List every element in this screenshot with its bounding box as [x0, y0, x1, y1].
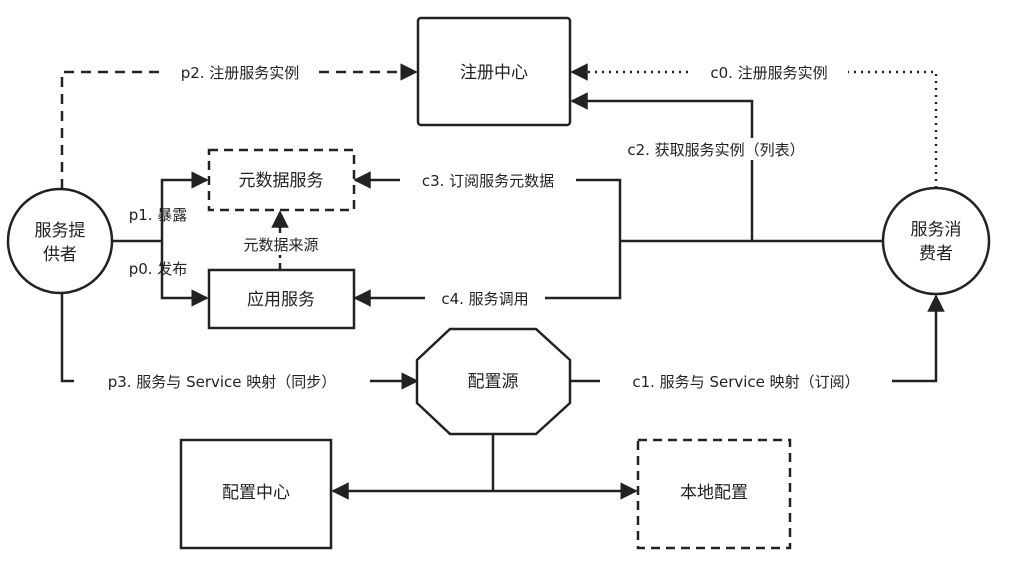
config-center-label: 配置中心	[222, 483, 290, 503]
metadata-service-node: 元数据服务	[207, 148, 356, 212]
edge-label-p1: p1. 暴露	[129, 206, 188, 224]
consumer-label-line1: 服务消	[911, 220, 962, 240]
provider-node: 服务提 供者	[6, 187, 114, 295]
config-center-node: 配置中心	[179, 438, 333, 550]
metadata-service-label: 元数据服务	[239, 171, 324, 191]
provider-label-line2: 供者	[43, 245, 77, 265]
edge-c2	[570, 92, 754, 241]
edge-p0	[160, 241, 209, 307]
provider-label-line1: 服务提	[35, 221, 86, 241]
edge-c1	[570, 294, 945, 383]
edge-label-c4: c4. 服务调用	[441, 290, 528, 308]
edge-label-c3: c3. 订阅服务元数据	[422, 172, 554, 190]
edge-p2	[60, 63, 418, 189]
consumer-label-line2: 费者	[919, 244, 953, 264]
edge-label-c0: c0. 注册服务实例	[710, 64, 827, 82]
edge-label-p0: p0. 发布	[129, 260, 188, 278]
app-service-node: 应用服务	[207, 268, 356, 330]
edge-label-c2: c2. 获取服务实例（列表）	[627, 141, 804, 159]
registry-label: 注册中心	[460, 63, 528, 83]
edge-label-metadata-source: 元数据来源	[243, 236, 318, 254]
edge-label-p2: p2. 注册服务实例	[181, 64, 300, 82]
config-source-label: 配置源	[468, 372, 519, 392]
edge-p1	[160, 171, 209, 241]
app-service-label: 应用服务	[247, 290, 315, 310]
edge-c0	[570, 63, 938, 188]
edge-label-p3: p3. 服务与 Service 映射（同步）	[108, 373, 337, 391]
local-config-label: 本地配置	[680, 483, 748, 503]
consumer-node: 服务消 费者	[881, 186, 991, 296]
edge-label-c1: c1. 服务与 Service 映射（订阅）	[632, 373, 859, 391]
config-source-node: 配置源	[415, 327, 572, 436]
registry-node: 注册中心	[416, 16, 572, 127]
local-config-node: 本地配置	[636, 438, 792, 550]
